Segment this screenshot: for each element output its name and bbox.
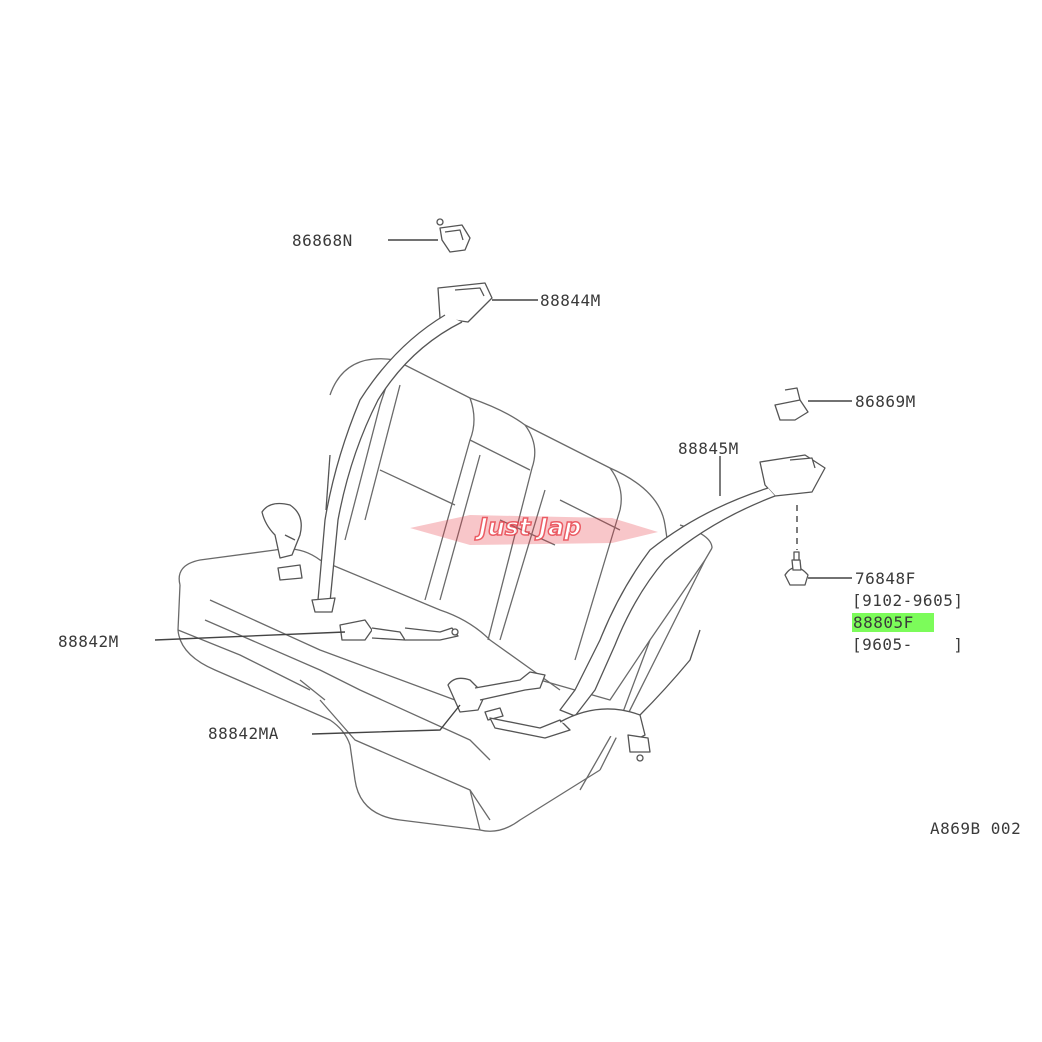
- buckle-88842MA: [447, 671, 546, 721]
- just-jap-watermark: Just Jap: [410, 512, 658, 545]
- bracket-86869M: [774, 387, 809, 421]
- anchor-bolt-76848F: [784, 551, 809, 586]
- highlight-88805F: [852, 613, 934, 632]
- label-range-76848F: [9102-9605]: [852, 591, 963, 610]
- buckle-88842M: [339, 619, 459, 641]
- label-88844M: 88844M: [540, 291, 601, 310]
- label-86869M: 86869M: [855, 392, 916, 411]
- label-88805F: 88805F: [853, 613, 914, 632]
- buckle-left: [261, 502, 303, 581]
- watermark-text: Just Jap: [475, 513, 581, 541]
- leader-88842MA: [311, 704, 461, 735]
- bracket-86868N: [436, 218, 471, 253]
- label-88845M: 88845M: [678, 439, 739, 458]
- label-diagram-code: A869B 002: [930, 819, 1021, 838]
- leader-88842M: [154, 631, 346, 641]
- belt-88844M: [311, 282, 493, 613]
- label-88842MA: 88842MA: [208, 724, 279, 743]
- label-76848F: 76848F: [855, 569, 916, 588]
- label-86868N: 86868N: [292, 231, 353, 250]
- label-range-88805F: [9605- ]: [852, 635, 963, 654]
- belt-88845M: [489, 454, 826, 762]
- rear-seat-illustration: [177, 358, 713, 832]
- label-88842M: 88842M: [58, 632, 119, 651]
